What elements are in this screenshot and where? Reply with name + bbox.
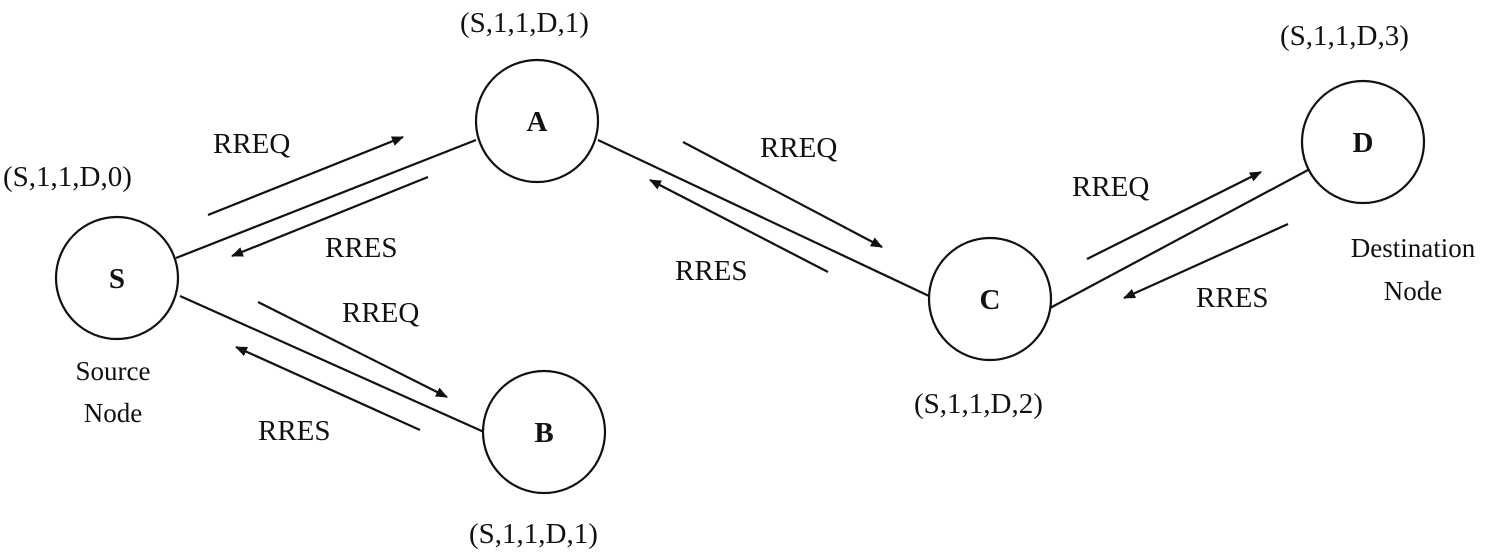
node-s-circle <box>54 215 180 341</box>
arrow-rres-b-s <box>235 345 421 432</box>
node-a-tuple: (S,1,1,D,1) <box>460 7 589 39</box>
node-c-tuple: (S,1,1,D,2) <box>914 388 1043 420</box>
edge-s-b <box>179 294 485 434</box>
node-d-circle <box>1300 79 1426 205</box>
edge-a-c <box>597 139 930 297</box>
arrow-rreq-s-a <box>207 135 404 217</box>
label-rres-s-b: RRES <box>258 415 331 447</box>
node-c-label: C <box>980 284 1001 316</box>
label-rreq-s-a: RREQ <box>213 128 290 160</box>
arrow-rres-c-a <box>649 179 829 273</box>
label-rreq-a-c: RREQ <box>760 132 837 164</box>
node-s-description-line1: Source <box>76 356 151 386</box>
arrow-rreq-s-b <box>257 301 448 398</box>
node-d: D <box>1300 79 1426 205</box>
label-rres-a-c: RRES <box>675 255 748 287</box>
node-d-label: D <box>1353 127 1374 159</box>
node-a-circle <box>474 58 600 184</box>
node-d-tuple: (S,1,1,D,3) <box>1280 20 1409 52</box>
node-b: B <box>481 369 607 495</box>
node-a-label: A <box>527 106 548 138</box>
arrow-rres-a-s <box>231 175 429 258</box>
node-b-tuple: (S,1,1,D,1) <box>469 518 598 550</box>
label-rreq-c-d: RREQ <box>1072 171 1149 203</box>
arrow-rreq-a-c <box>682 141 883 248</box>
edge-c-d <box>1049 169 1309 309</box>
edge-s-a <box>175 138 477 260</box>
node-s-label: S <box>109 263 125 295</box>
node-s: S <box>54 215 180 341</box>
node-b-circle <box>481 369 607 495</box>
node-b-label: B <box>534 417 553 449</box>
node-d-description-line1: Destination <box>1351 233 1476 263</box>
node-c: C <box>927 236 1053 362</box>
label-rres-s-a: RRES <box>325 232 398 264</box>
node-s-tuple: (S,1,1,D,0) <box>3 161 132 193</box>
label-rres-c-d: RRES <box>1196 282 1269 314</box>
label-rreq-s-b: RREQ <box>342 297 419 329</box>
node-a: A <box>474 58 600 184</box>
node-d-description-line2: Node <box>1384 276 1442 306</box>
node-c-circle <box>927 236 1053 362</box>
arrow-rreq-c-d <box>1086 171 1262 260</box>
node-s-description-line2: Node <box>84 398 142 428</box>
arrow-rres-d-c <box>1123 222 1289 300</box>
